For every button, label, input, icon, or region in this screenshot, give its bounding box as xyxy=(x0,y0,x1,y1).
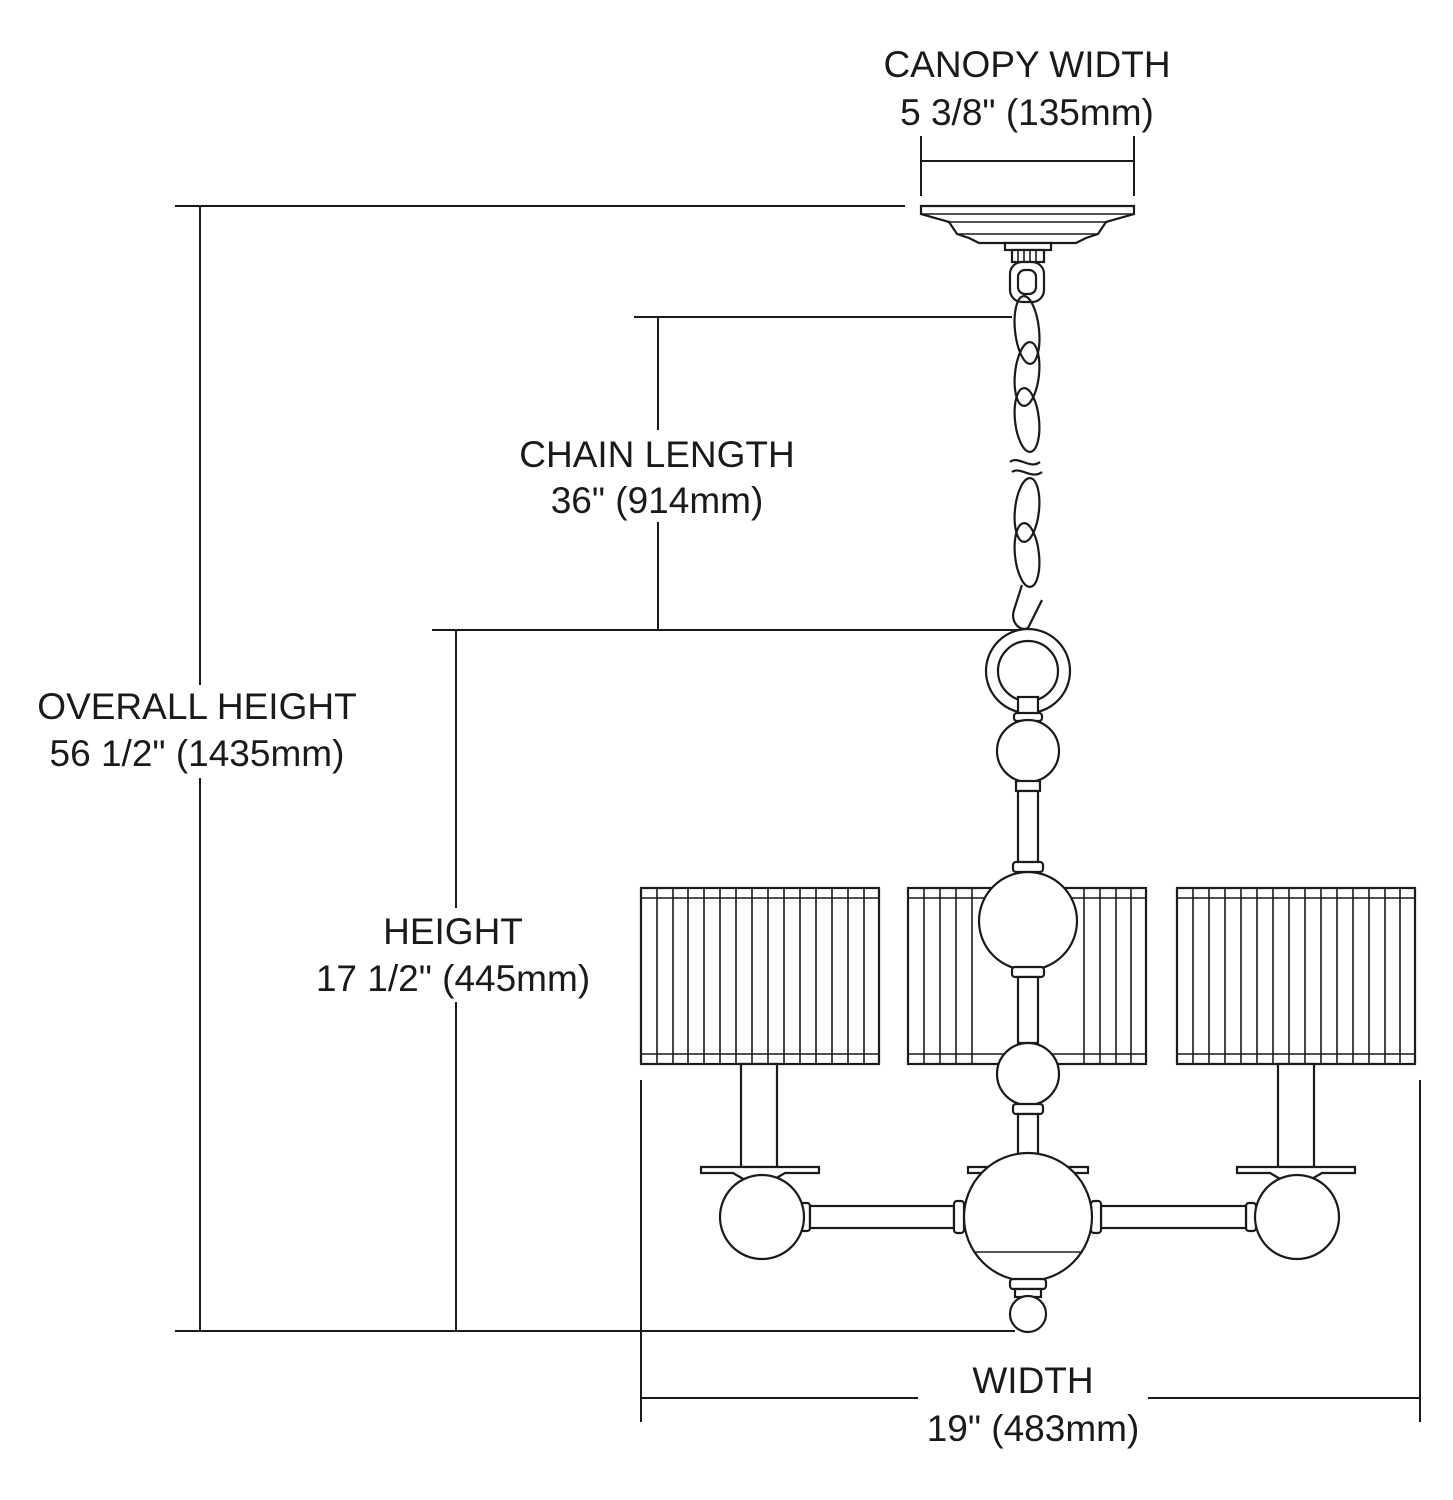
chain xyxy=(1008,260,1046,630)
height-value: 17 1/2" (445mm) xyxy=(316,958,590,999)
arm-left xyxy=(718,1173,966,1261)
width-dimension xyxy=(640,1080,1421,1422)
canopy-width-value: 5 3/8" (135mm) xyxy=(900,92,1154,133)
width-label: WIDTH xyxy=(972,1360,1093,1401)
shade-right xyxy=(1175,886,1417,1066)
height-label: HEIGHT xyxy=(383,911,523,952)
overall-height-dimension xyxy=(175,205,1015,1332)
middle-column xyxy=(977,870,1079,1166)
overall-height-label: OVERALL HEIGHT xyxy=(37,686,356,727)
chain-length-value: 36" (914mm) xyxy=(551,480,764,521)
canopy xyxy=(919,204,1136,264)
candle-left xyxy=(699,1062,821,1182)
arm-right xyxy=(1089,1173,1341,1261)
chain-length-label: CHAIN LENGTH xyxy=(519,434,794,475)
shade-left xyxy=(639,886,881,1066)
canopy-width-label: CANOPY WIDTH xyxy=(883,44,1170,85)
candle-right xyxy=(1235,1062,1357,1182)
center-body xyxy=(962,1151,1094,1334)
canopy-width-dimension xyxy=(920,136,1135,196)
column xyxy=(995,718,1061,874)
chain-length-dimension xyxy=(634,316,1012,630)
height-dimension xyxy=(432,629,1020,1331)
top-ring xyxy=(984,627,1072,723)
overall-height-value: 56 1/2" (1435mm) xyxy=(50,733,345,774)
width-value: 19" (483mm) xyxy=(927,1408,1140,1449)
